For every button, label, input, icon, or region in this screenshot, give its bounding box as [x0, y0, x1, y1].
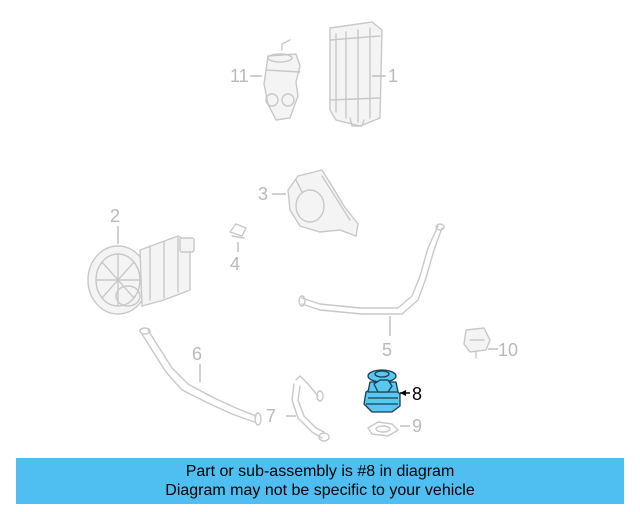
banner-line-2: Diagram may not be specific to your vehi…: [165, 482, 475, 499]
part-6-pipe[interactable]: [139, 327, 262, 426]
callout-2: 2: [110, 206, 120, 226]
banner-line-1: Part or sub-assembly is #8 in diagram: [185, 463, 455, 480]
part-9-gasket[interactable]: [367, 421, 410, 437]
callout-11: 11: [230, 66, 249, 86]
part-3-bracket[interactable]: [272, 169, 359, 237]
callout-7: 7: [266, 406, 276, 426]
part-10-sensor[interactable]: [463, 327, 498, 359]
info-banner: Part or sub-assembly is #8 in diagram Di…: [16, 458, 624, 504]
callout-5: 5: [382, 340, 392, 360]
part-1-canister[interactable]: [329, 21, 386, 127]
part-5-hose[interactable]: [298, 223, 445, 336]
part-2-air-pump[interactable]: [87, 226, 195, 315]
part-8-valve-highlighted[interactable]: [363, 369, 410, 413]
callout-8: 8: [412, 384, 422, 404]
callout-9: 9: [412, 416, 422, 436]
callout-4: 4: [230, 254, 240, 274]
part-7-tube[interactable]: [286, 375, 330, 442]
callout-6: 6: [192, 344, 202, 364]
callout-3: 3: [258, 184, 268, 204]
arrowhead-8: [400, 390, 406, 396]
part-4-clip[interactable]: [229, 223, 247, 252]
callout-10: 10: [498, 340, 518, 360]
part-11-valve[interactable]: [250, 39, 301, 121]
callout-1: 1: [388, 66, 398, 86]
